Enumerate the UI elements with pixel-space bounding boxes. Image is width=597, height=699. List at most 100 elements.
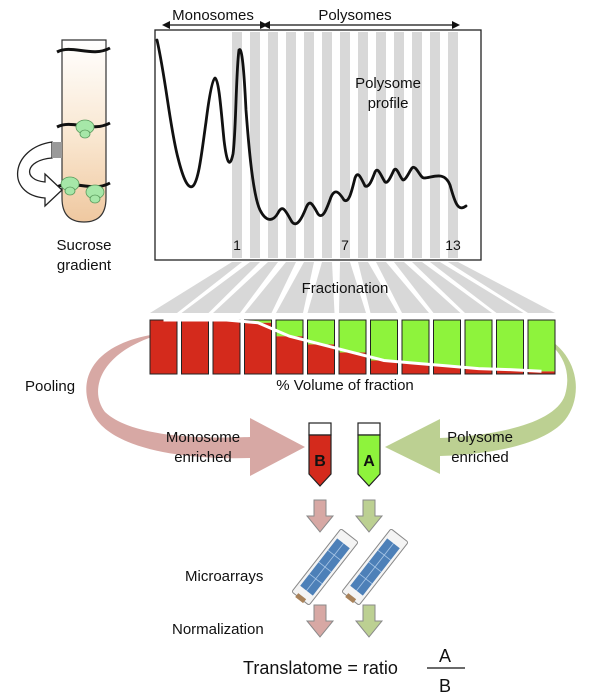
fraction-bar-polysome-part xyxy=(528,320,555,372)
fan-stripe xyxy=(448,262,555,313)
gradient-band-top xyxy=(56,46,111,54)
pool-a-letter: A xyxy=(363,453,375,470)
pool-b-tube: B xyxy=(308,422,332,487)
profile-stripe xyxy=(304,32,314,258)
fan-stripe xyxy=(307,262,335,313)
fraction-bar-polysome-part xyxy=(465,320,492,369)
microarrays-label: Microarrays xyxy=(185,568,263,585)
fan-stripe xyxy=(376,262,429,313)
pool-a-tube: A xyxy=(357,422,381,487)
fractionation-label: Fractionation xyxy=(302,280,389,297)
ribosome-icon xyxy=(85,184,105,204)
fraction-bar-monosome-part xyxy=(433,365,461,374)
fraction-bar-outline xyxy=(275,319,304,375)
fan-stripe xyxy=(394,262,461,313)
fraction-bar-polysome-part xyxy=(370,320,398,361)
down-arrow-icon xyxy=(354,604,384,638)
fraction-bar-polysome-part xyxy=(402,320,429,364)
ribosome-icon xyxy=(60,176,80,196)
profile-stripe xyxy=(430,32,440,258)
formula-text: Translatome = ratio xyxy=(243,658,398,678)
fraction-number-13: 13 xyxy=(445,237,461,253)
fan-stripe xyxy=(339,262,366,313)
fraction-bar-outline xyxy=(527,319,556,375)
polysome-enriched-label-line2: enriched xyxy=(451,449,509,466)
gradient-label: gradient xyxy=(57,257,112,274)
fraction-bar-monosome-part xyxy=(307,344,335,374)
fraction-bar-monosome-part xyxy=(150,320,177,374)
down-arrow-icon xyxy=(354,499,384,533)
fraction-bar-monosome-part xyxy=(496,369,524,374)
profile-stripe xyxy=(340,32,350,258)
monosomes-label: Monosomes xyxy=(172,7,254,24)
fraction-number-1: 1 xyxy=(233,237,241,253)
fraction-bar-outline xyxy=(401,319,430,375)
fraction-bar-outline xyxy=(496,319,524,375)
fan-stripe xyxy=(358,262,398,313)
fraction-bar-outline xyxy=(244,319,272,375)
fraction-bar-outline xyxy=(433,319,461,375)
profile-stripe xyxy=(394,32,404,258)
profile-stripe xyxy=(250,32,260,258)
normalization-label: Normalization xyxy=(172,621,264,638)
profile-stripe xyxy=(322,32,332,258)
sucrose-label: Sucrose xyxy=(56,237,111,254)
down-arrow-icon xyxy=(305,604,335,638)
fraction-bar-polysome-part xyxy=(339,320,366,353)
fan-stripe xyxy=(244,262,296,313)
fan-stripe xyxy=(412,262,492,313)
fraction-boundary-line xyxy=(163,318,542,373)
profile-title-line2: profile xyxy=(368,95,409,112)
polysomes-label: Polysomes xyxy=(318,7,391,24)
fractionation-stripes xyxy=(150,262,555,313)
fan-stripe xyxy=(181,262,260,313)
profile-stripe xyxy=(448,32,458,258)
fraction-bar-monosome-part xyxy=(244,322,272,374)
volume-label: % Volume of fraction xyxy=(276,377,414,394)
fan-stripe xyxy=(276,262,314,313)
fraction-bar-outline xyxy=(464,319,493,375)
fan-stripe xyxy=(430,262,524,313)
profile-stripe xyxy=(358,32,368,258)
polysome-enriched-label-line1: Polysome xyxy=(447,429,513,446)
monosome-enriched-label-line1: Monosome xyxy=(166,429,240,446)
profile-stripe xyxy=(376,32,386,258)
profile-fraction-stripes xyxy=(232,32,458,258)
fraction-bar-polysome-part xyxy=(433,320,461,366)
fraction-bar-outline xyxy=(338,319,367,375)
profile-stripe xyxy=(286,32,296,258)
formula-denominator: B xyxy=(439,676,451,696)
profile-frame xyxy=(154,29,482,261)
polysome-pooling-arrow xyxy=(385,330,576,474)
fan-stripe xyxy=(150,262,242,313)
microarray-slide-icon xyxy=(342,529,408,605)
polysomes-range-arrow xyxy=(262,21,460,29)
profile-background xyxy=(155,30,481,260)
fraction-bar-polysome-part xyxy=(307,320,335,345)
profile-stripe xyxy=(412,32,422,258)
ribosome-icon xyxy=(75,119,95,139)
microarray-slide-icon xyxy=(292,529,358,605)
pool-b-letter: B xyxy=(314,453,326,470)
fraction-bar-polysome-part xyxy=(496,320,524,370)
monosome-enriched-label-line2: enriched xyxy=(174,449,232,466)
pooling-label: Pooling xyxy=(25,378,75,395)
fraction-bar-outline xyxy=(370,319,398,375)
sucrose-tube xyxy=(56,39,111,223)
down-arrow-icon xyxy=(305,499,335,533)
fraction-bar-monosome-part xyxy=(213,320,240,374)
formula-numerator: A xyxy=(439,646,451,666)
polysome-profile-trace xyxy=(155,38,468,226)
fraction-bar-monosome-part xyxy=(528,371,555,374)
monosome-pooling-arrow xyxy=(86,333,305,476)
gradient-curve-arrow-icon xyxy=(17,141,63,208)
fraction-bar-monosome-part xyxy=(181,320,209,374)
profile-title-line1: Polysome xyxy=(355,75,421,92)
fraction-number-7: 7 xyxy=(341,237,349,253)
fraction-bar-monosome-part xyxy=(276,336,303,374)
profile-stripe xyxy=(232,32,242,258)
fraction-bar-monosome-part xyxy=(402,363,429,374)
fraction-bar-monosome-part xyxy=(370,360,398,374)
profile-stripe xyxy=(268,32,278,258)
